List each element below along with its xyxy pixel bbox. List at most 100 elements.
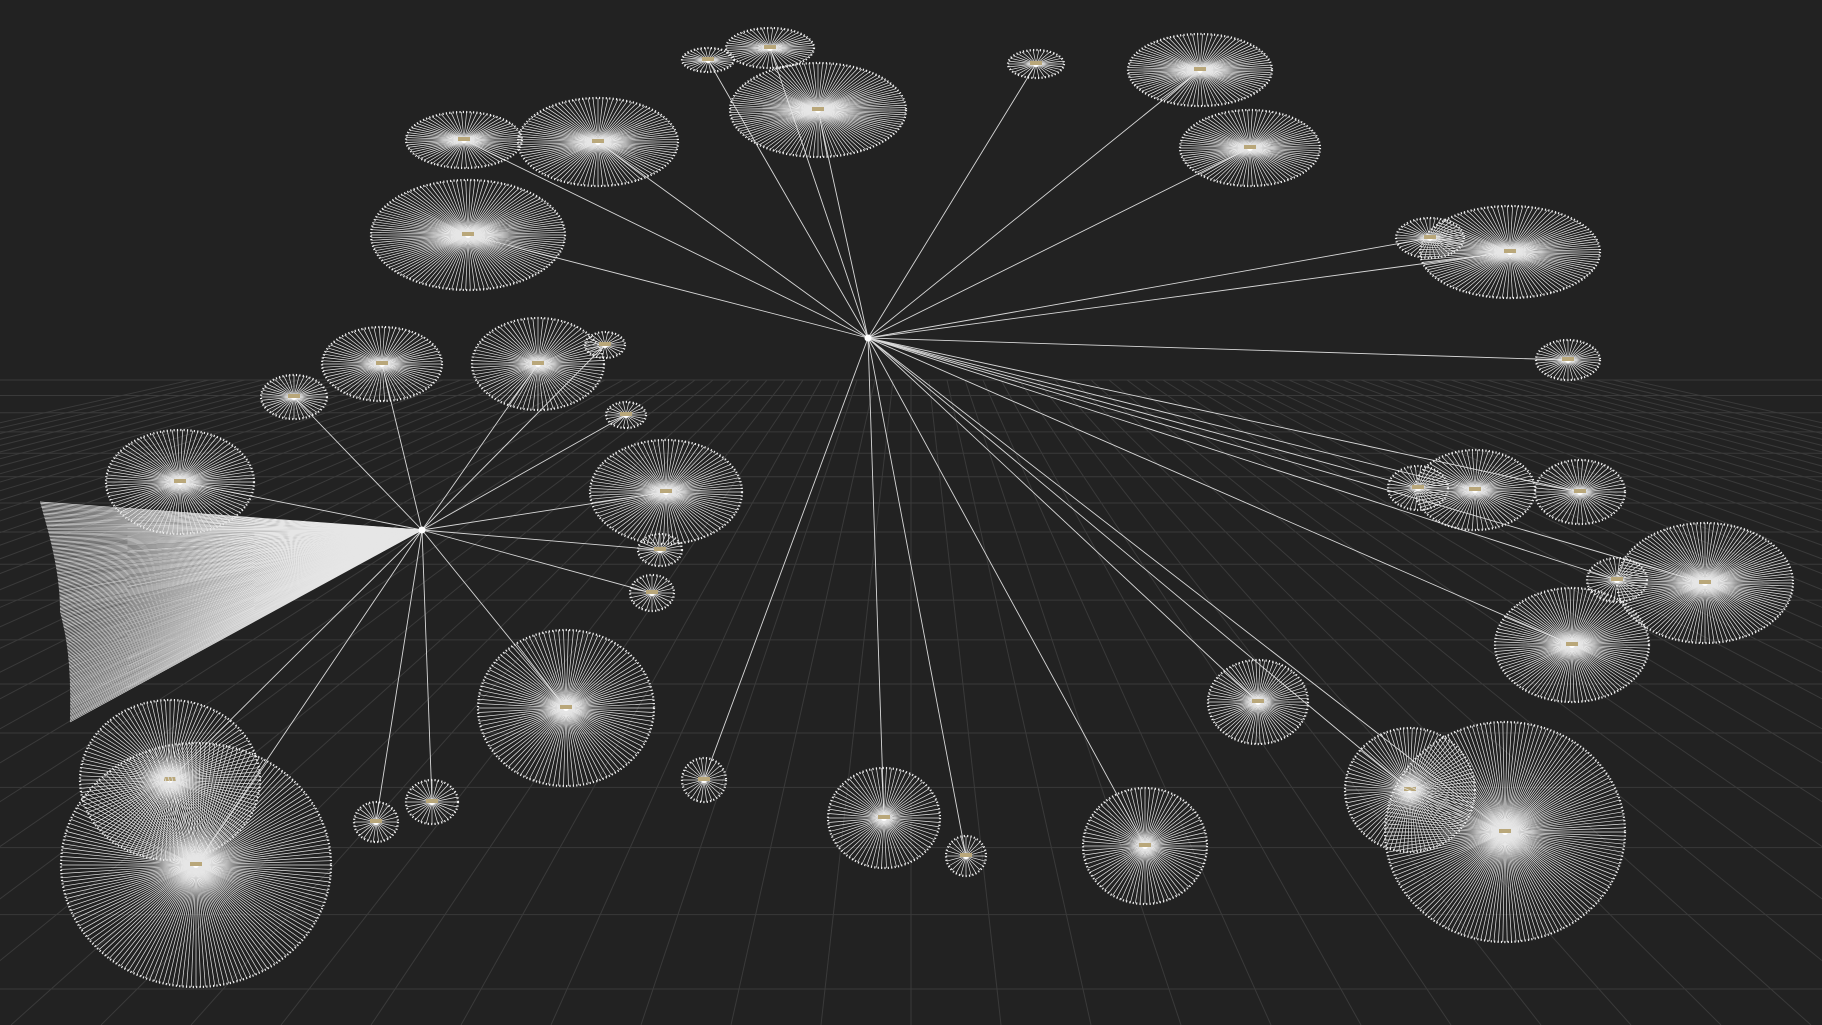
leaf-edge (1420, 249, 1511, 253)
cluster-c-top-a[interactable] (724, 26, 816, 70)
cluster-c-left-b[interactable] (470, 316, 606, 412)
cluster-c-left-a[interactable] (320, 325, 444, 403)
cluster-c-right-d[interactable] (1533, 458, 1627, 526)
leaf-edge (1628, 582, 1706, 614)
leaf-edge (1474, 489, 1533, 501)
leaf-edge (512, 645, 567, 709)
cluster-c-left-g[interactable] (476, 628, 656, 788)
cluster-leaf-nodes (1615, 521, 1795, 645)
cluster-c-top-i[interactable] (369, 178, 567, 292)
leaf-edge (381, 363, 391, 401)
leaf-edge (1199, 57, 1268, 71)
cluster-c-right-c[interactable] (1534, 338, 1602, 382)
leaf-edge (1571, 601, 1623, 646)
leaf-edge (1569, 644, 1573, 703)
cluster-c-top-f[interactable] (1178, 108, 1322, 188)
cluster-c-right-e[interactable] (1615, 521, 1795, 645)
cluster-c-right-a[interactable] (1418, 204, 1602, 300)
cluster-c-right-b[interactable] (1394, 216, 1466, 260)
cluster-c-top-d[interactable] (1126, 32, 1274, 108)
leaf-edge (1431, 229, 1511, 253)
leaf-edge (140, 864, 197, 977)
left-hub-node[interactable] (418, 526, 426, 534)
leaf-edge (1423, 251, 1511, 266)
cluster-leaf-nodes (944, 834, 988, 878)
cluster-c-bottom-d[interactable] (1081, 786, 1209, 906)
leaf-edge (105, 774, 197, 866)
leaf-edge (1673, 526, 1706, 584)
grid-line (0, 379, 624, 730)
cluster-left-fan[interactable] (39, 501, 423, 723)
cluster-c-top-g[interactable] (516, 96, 680, 188)
cluster-c-left-j[interactable] (588, 438, 744, 546)
grid-line (928, 379, 1002, 1025)
leaf-edge (1631, 582, 1706, 617)
cluster-c-right-f[interactable] (1493, 586, 1651, 704)
leaf-edge (378, 213, 469, 236)
leaf-edge (1257, 671, 1293, 703)
cluster-c-left-i[interactable] (352, 800, 400, 844)
cluster-c-left-l[interactable] (636, 532, 684, 568)
cluster-c-right-h[interactable] (1386, 464, 1450, 512)
leaf-edge (162, 746, 197, 866)
cluster-c-left-c[interactable] (259, 373, 329, 421)
leaf-edge (1704, 538, 1765, 584)
cluster-c-right-i[interactable] (1585, 556, 1649, 604)
leaf-edge (1144, 845, 1203, 869)
leaf-edge (1474, 489, 1499, 527)
leaf-edge (527, 120, 599, 143)
leaf-edge (508, 707, 567, 768)
leaf-edge (1504, 831, 1543, 937)
leaf-edge (463, 123, 512, 141)
leaf-edge (381, 363, 420, 394)
leaf-edge (1359, 749, 1411, 791)
cluster-c-top-h[interactable] (404, 110, 524, 170)
central-hub-node[interactable] (864, 334, 872, 342)
leaf-edge (1446, 454, 1476, 491)
leaf-edge (1509, 215, 1566, 253)
cluster-c-top-c[interactable] (728, 61, 908, 159)
cluster-c-top-e[interactable] (1006, 48, 1066, 80)
cluster-c-left-n[interactable] (604, 400, 648, 430)
leaf-edge (817, 64, 842, 111)
cluster-c-bottom-g[interactable] (680, 756, 728, 804)
leaf-edge (384, 206, 469, 236)
cluster-c-bottom-c[interactable] (1383, 720, 1627, 944)
leaf-edge (730, 109, 819, 113)
leaf-edge (1443, 251, 1511, 284)
leaf-edge (597, 141, 660, 171)
cluster-c-left-f[interactable] (59, 741, 333, 989)
cluster-c-left-d[interactable] (104, 428, 256, 536)
leaf-edge (1504, 791, 1618, 833)
cluster-c-left-h[interactable] (404, 778, 460, 826)
cluster-c-bottom-a[interactable] (1206, 658, 1310, 746)
leaf-edge (392, 234, 469, 270)
leaf-edge (179, 481, 209, 531)
leaf-edge (467, 224, 564, 236)
cluster-c-bottom-f[interactable] (944, 834, 988, 878)
leaf-edge (1704, 582, 1765, 628)
leaf-edge (1626, 555, 1706, 584)
leaf-edge (1567, 340, 1579, 361)
cluster-c-top-b[interactable] (680, 46, 736, 74)
cluster-c-bottom-e[interactable] (826, 766, 942, 870)
cluster-c-left-m[interactable] (583, 330, 627, 360)
leaf-edge (1496, 634, 1573, 646)
edge-left-hub-to-c-left-i (375, 529, 423, 823)
cluster-c-left-k[interactable] (628, 573, 676, 613)
leaf-edge (1180, 147, 1251, 154)
leaf-edge (1504, 723, 1526, 833)
leaf-edge (169, 703, 199, 781)
cluster-label-marker (1574, 489, 1586, 493)
leaf-edge (565, 655, 632, 709)
leaf-edge (1704, 573, 1792, 584)
leaf-edge (1531, 595, 1573, 646)
leaf-edge (1214, 147, 1251, 182)
leaf-edge (1528, 644, 1573, 693)
leaf-edge (512, 321, 539, 365)
leaf-edge (524, 707, 567, 778)
leaf-edge (611, 455, 667, 493)
leaf-edge (746, 47, 771, 66)
leaf-edge (817, 109, 850, 155)
